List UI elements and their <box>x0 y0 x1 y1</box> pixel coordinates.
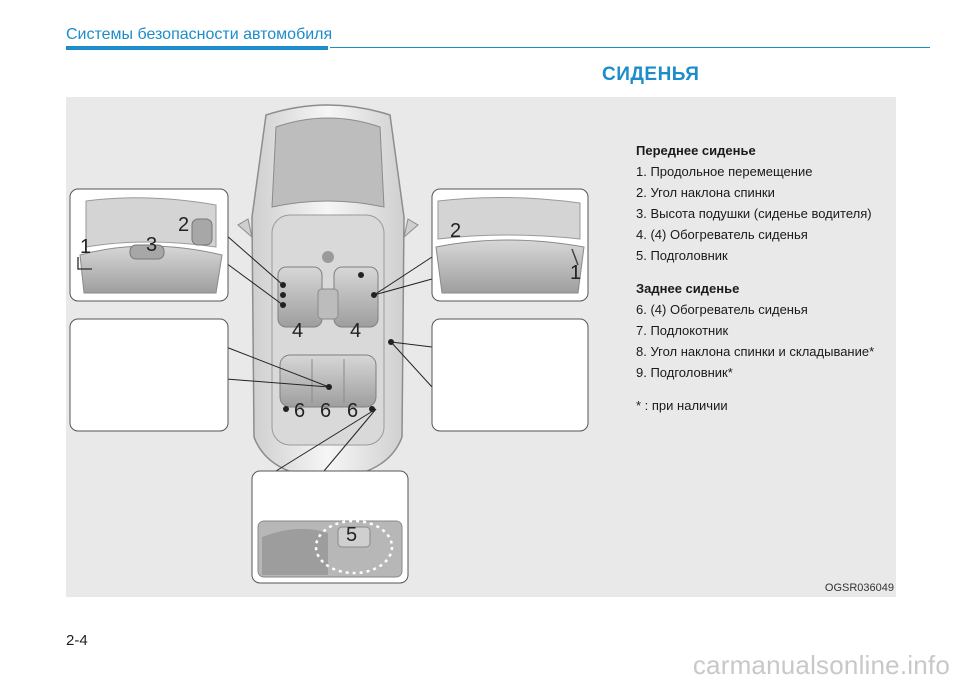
callout-4-left: 4 <box>292 320 303 342</box>
page-number: 2-4 <box>66 632 88 649</box>
legend-spacer <box>636 383 896 395</box>
legend-item: 5. Подголовник <box>636 248 728 263</box>
inset-headrest <box>251 470 409 584</box>
seats-figure: 1 3 2 2 1 4 4 6 6 6 5 Переднее сиденье 1… <box>66 97 896 597</box>
legend-item: 8. Угол наклона спинки и складывание* <box>636 344 875 359</box>
legend-item: 6. (4) Обогреватель сиденья <box>636 302 808 317</box>
callout-4-right: 4 <box>350 320 361 342</box>
watermark: carmanualsonline.info <box>692 650 950 680</box>
inset-rear-left <box>69 318 229 432</box>
inset-rear-right <box>431 318 589 432</box>
callout-6-center: 6 <box>320 400 331 422</box>
callout-5: 5 <box>346 524 357 546</box>
legend-item: 9. Подголовник* <box>636 365 733 380</box>
page-heading: СИДЕНЬЯ <box>602 64 700 85</box>
legend-item: 1. Продольное перемещение <box>636 164 813 179</box>
leader-lines <box>225 234 433 472</box>
legend-spacer <box>636 266 896 278</box>
legend-front-heading: Переднее сиденье <box>636 143 756 158</box>
legend-item: 7. Подлокотник <box>636 323 729 338</box>
callout-2-right: 2 <box>450 220 461 242</box>
figure-code: OGSR036049 <box>824 582 894 594</box>
legend-item: 4. (4) Обогреватель сиденья <box>636 227 808 242</box>
header-rule-thick <box>66 46 328 50</box>
legend-item: 2. Угол наклона спинки <box>636 185 775 200</box>
seats-illustration: 1 3 2 2 1 4 4 6 6 6 5 <box>69 104 589 584</box>
inset-passenger-seat-controls <box>431 188 589 302</box>
car-top-view <box>237 104 419 480</box>
inset-front-seat-controls <box>69 188 229 302</box>
legend-item: 3. Высота подушки (сиденье водителя) <box>636 206 872 221</box>
callout-3: 3 <box>146 234 157 256</box>
legend-footnote: * : при наличии <box>636 398 728 413</box>
header-rule-thin <box>330 47 930 48</box>
callout-6-left: 6 <box>294 400 305 422</box>
callout-6-right: 6 <box>347 400 358 422</box>
legend: Переднее сиденье 1. Продольное перемещен… <box>636 140 896 416</box>
callout-1-right: 1 <box>570 262 581 284</box>
callout-2-left: 2 <box>178 214 189 236</box>
legend-rear-heading: Заднее сиденье <box>636 281 740 296</box>
section-title: Системы безопасности автомобиля <box>66 26 333 43</box>
callout-1-left: 1 <box>80 236 91 258</box>
